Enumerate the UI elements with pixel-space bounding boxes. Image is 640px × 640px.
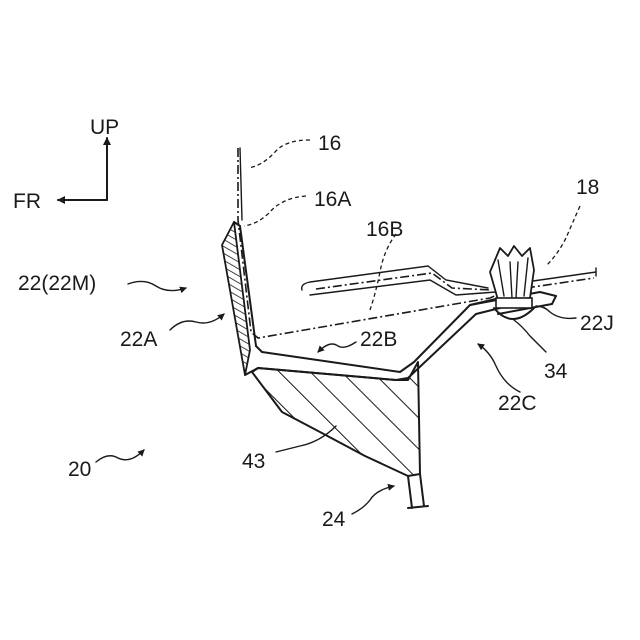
front-label: FR — [13, 190, 41, 213]
label-16A: 16A — [314, 188, 351, 211]
orientation-indicator: UP FR — [13, 116, 119, 213]
member-24 — [408, 474, 428, 508]
label-22A: 22A — [120, 328, 157, 351]
label-22: 22(22M) — [18, 272, 96, 295]
label-24: 24 — [322, 508, 346, 531]
label-22B: 22B — [360, 328, 397, 351]
label-22J: 22J — [580, 312, 614, 335]
label-22C: 22C — [498, 392, 537, 415]
label-34: 34 — [544, 360, 568, 383]
insulator-43 — [252, 362, 420, 476]
wall-22A — [222, 222, 250, 375]
label-16: 16 — [318, 132, 341, 155]
clip-34 — [490, 246, 534, 319]
up-label: UP — [90, 116, 119, 139]
label-18: 18 — [576, 176, 599, 199]
label-20: 20 — [68, 458, 91, 481]
panel-16B-18 — [302, 266, 596, 295]
label-16B: 16B — [366, 218, 403, 241]
label-43: 43 — [242, 450, 265, 473]
component-16-outline — [238, 148, 508, 338]
